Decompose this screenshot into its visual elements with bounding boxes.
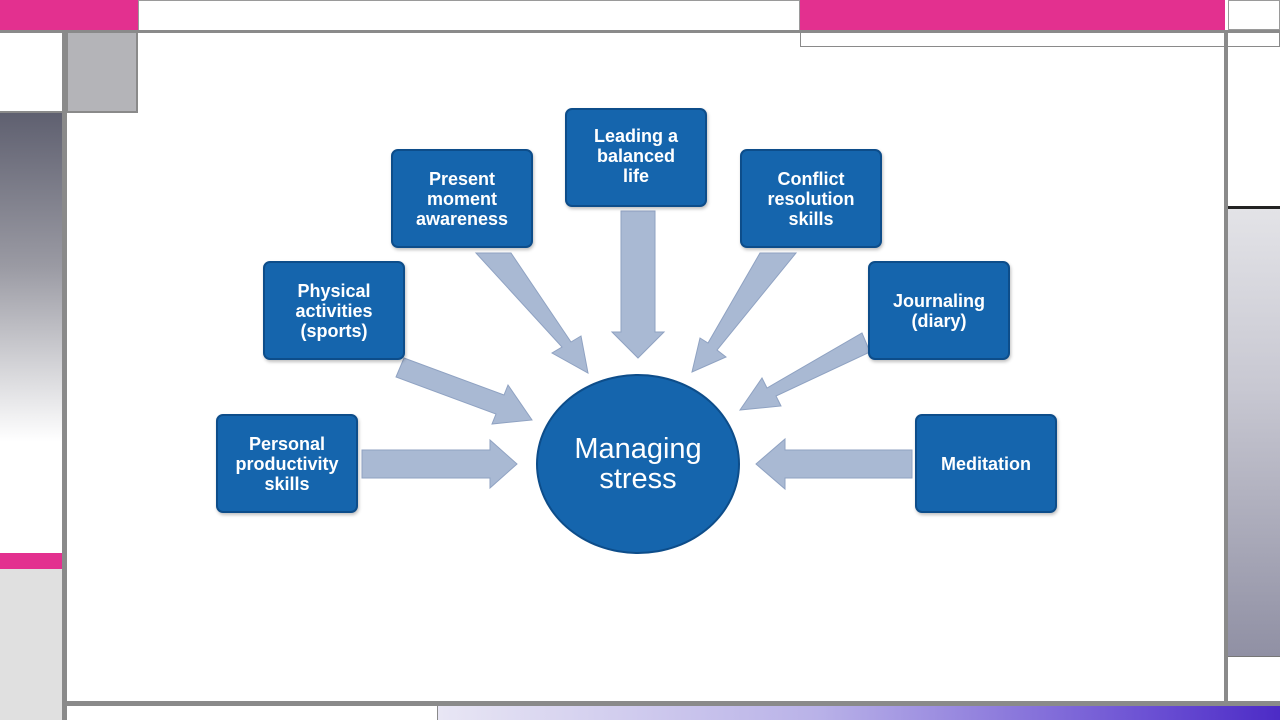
top-white-strip bbox=[138, 0, 800, 30]
left-frame-line bbox=[62, 33, 67, 720]
top-left-gray-square bbox=[66, 33, 138, 113]
bottom-white-strip bbox=[67, 706, 438, 720]
right-bottom-rule bbox=[1228, 656, 1280, 657]
center-managing-stress: Managing stress bbox=[536, 374, 740, 554]
arrow-personal-productivity bbox=[361, 438, 518, 490]
node-physical-activities: Physical activities (sports) bbox=[263, 261, 405, 360]
right-black-rule bbox=[1228, 206, 1280, 209]
node-meditation: Meditation bbox=[915, 414, 1057, 513]
node-journaling: Journaling (diary) bbox=[868, 261, 1010, 360]
arrow-present-moment bbox=[474, 252, 589, 374]
bottom-frame-line bbox=[62, 701, 1280, 706]
top-right-pink-bar bbox=[800, 0, 1225, 30]
top-frame-line bbox=[0, 30, 1280, 33]
bottom-gradient-bar bbox=[438, 706, 1280, 720]
left-pink-accent bbox=[0, 553, 62, 569]
right-frame-line bbox=[1224, 33, 1228, 702]
node-personal-productivity: Personal productivity skills bbox=[216, 414, 358, 513]
left-white-box bbox=[0, 33, 62, 113]
right-gradient-bar bbox=[1228, 209, 1280, 656]
left-lower-gray-block bbox=[0, 569, 62, 720]
node-conflict-resolution: Conflict resolution skills bbox=[740, 149, 882, 248]
arrow-journaling bbox=[738, 332, 871, 411]
arrow-conflict-resolution bbox=[691, 252, 798, 373]
arrow-leading-balanced bbox=[610, 210, 666, 359]
left-gradient-bar bbox=[0, 113, 62, 551]
arrow-meditation bbox=[755, 437, 913, 491]
node-leading-balanced: Leading a balanced life bbox=[565, 108, 707, 207]
top-left-pink-bar bbox=[0, 0, 138, 30]
node-present-moment: Present moment awareness bbox=[391, 149, 533, 248]
arrow-physical-activities bbox=[395, 357, 533, 425]
